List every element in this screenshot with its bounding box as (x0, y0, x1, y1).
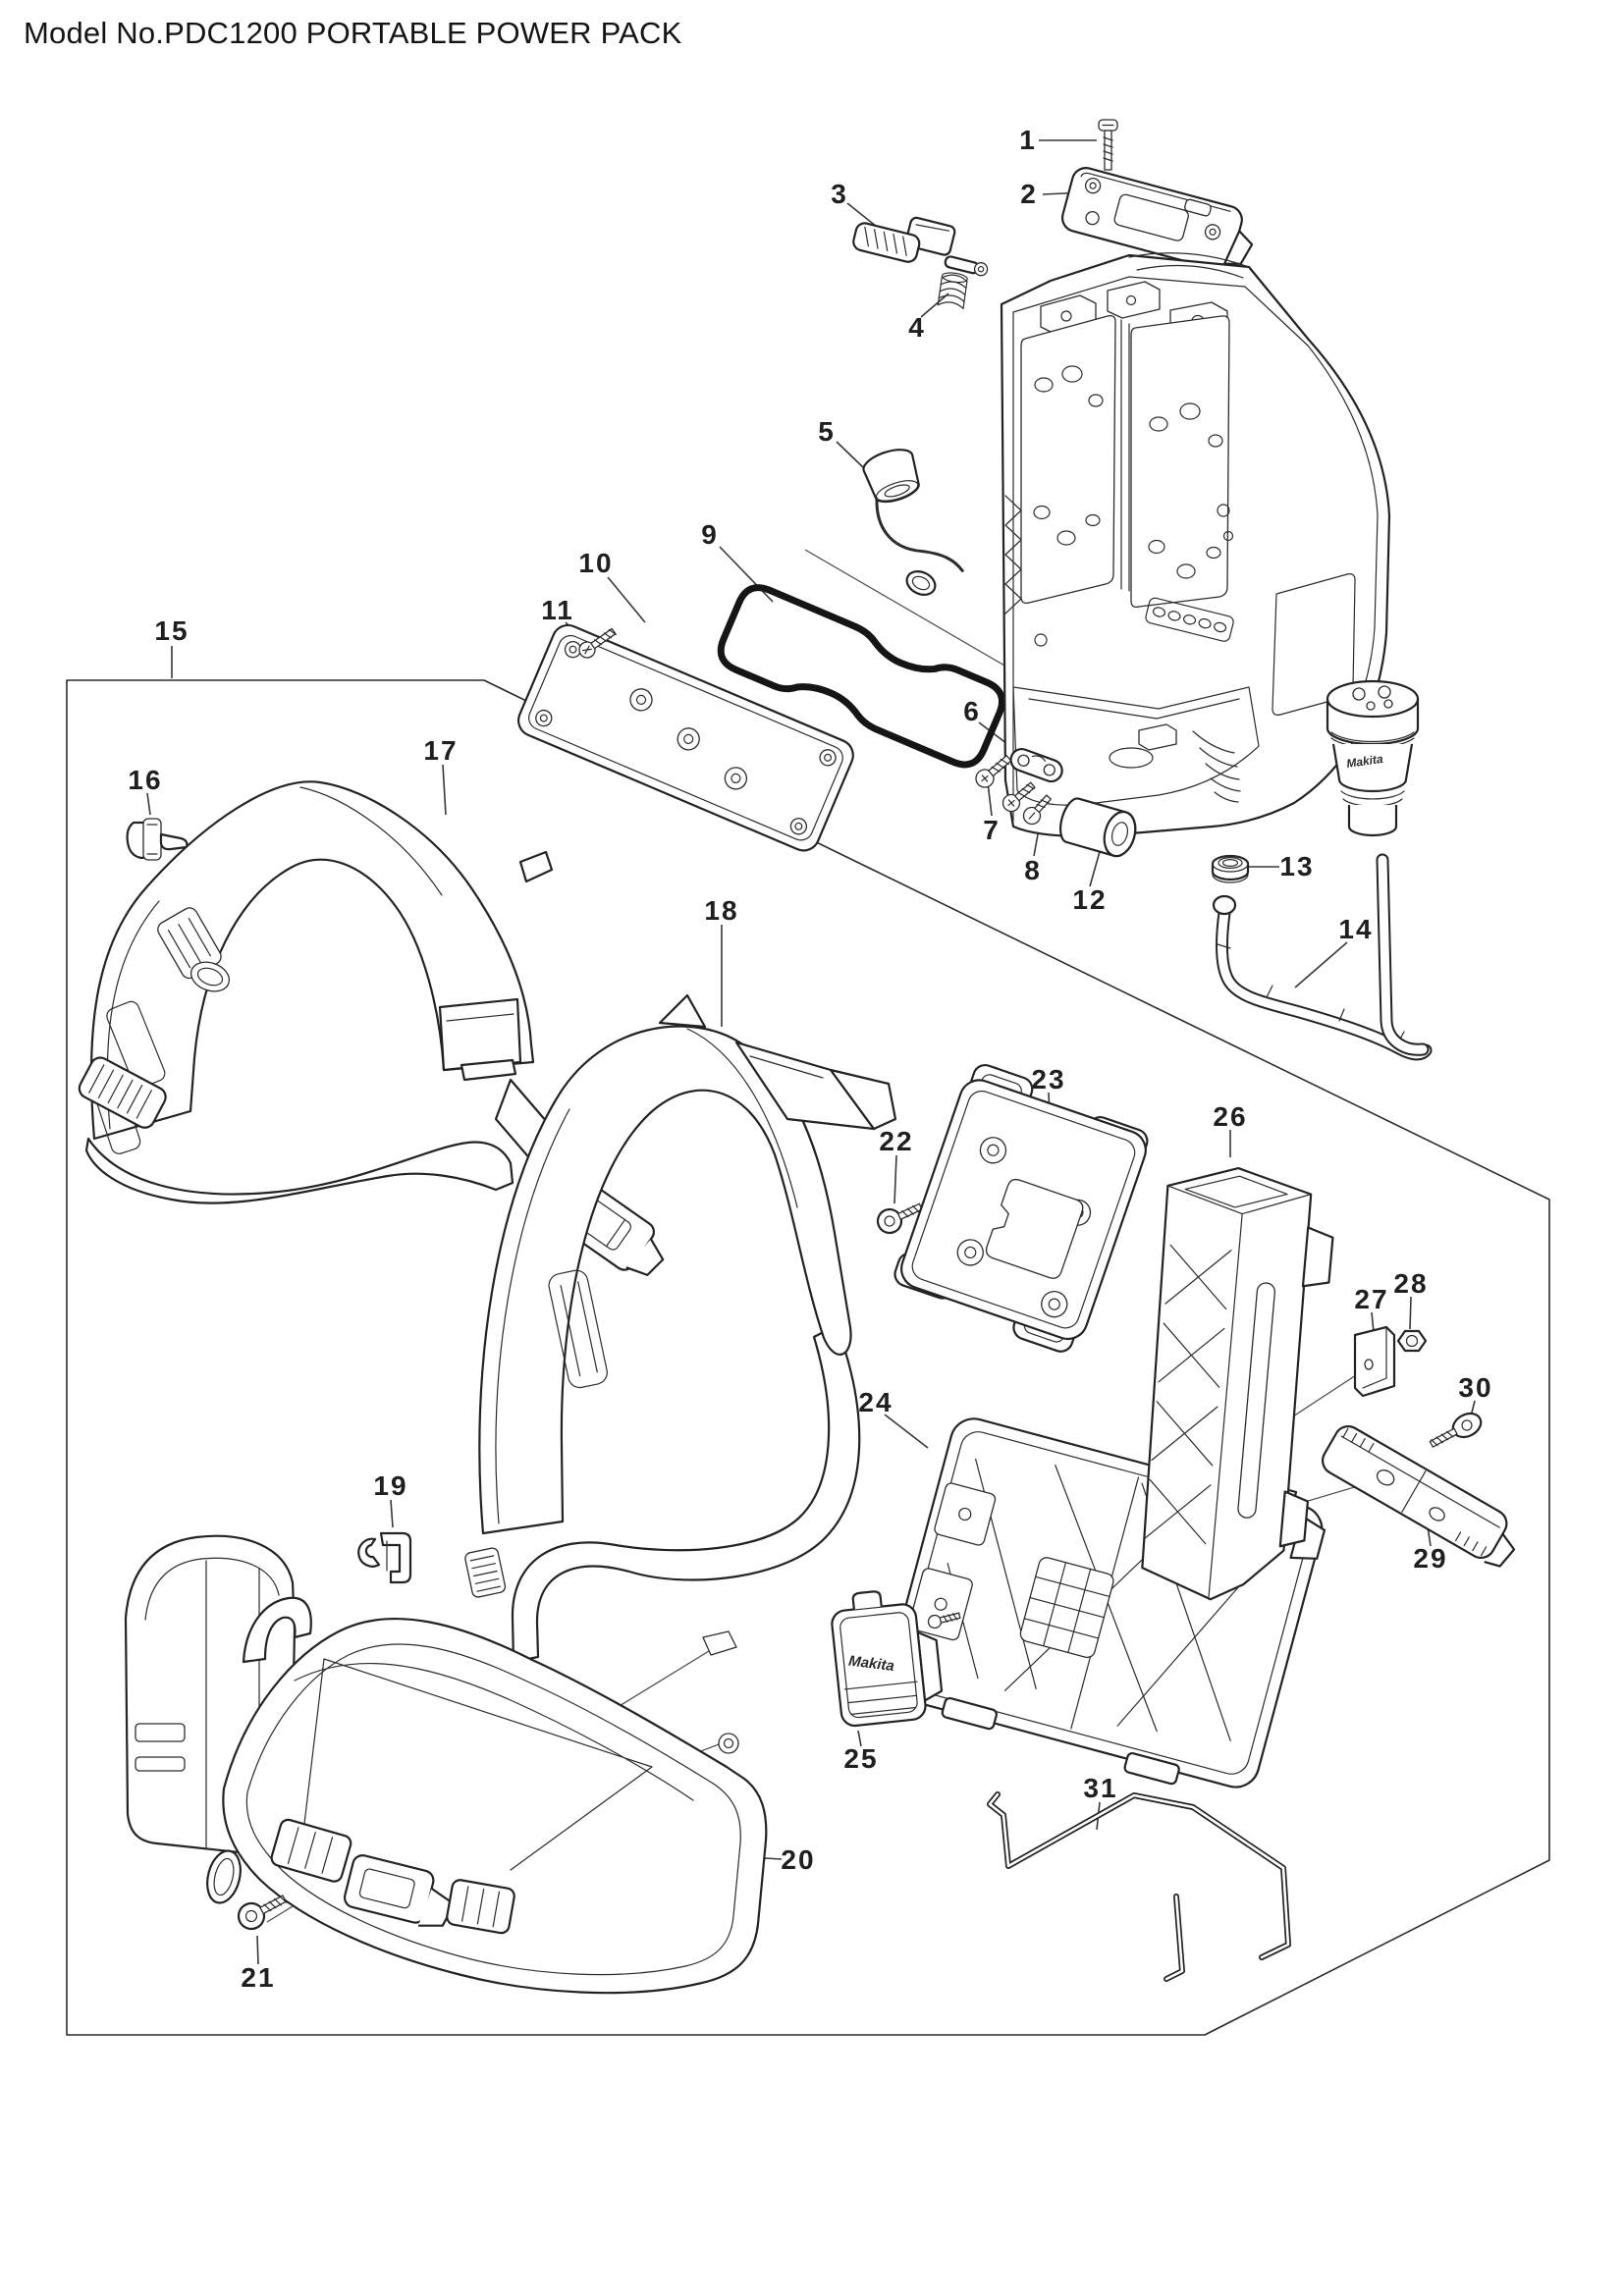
part-31-wire-bail (987, 1791, 1291, 1982)
part-17-shoulder-strap (78, 780, 665, 1276)
part-30-screw (1429, 1412, 1483, 1448)
part-label-6: 6 (963, 696, 981, 726)
part-label-2: 2 (1020, 179, 1038, 209)
part-7-screw-a (975, 755, 1012, 788)
part-label-25: 25 (843, 1743, 879, 1774)
part-4-spring (937, 272, 968, 309)
part-25-terminal-cover: Makita (831, 1590, 961, 1728)
part-21-screw (237, 1895, 288, 1931)
part-label-28: 28 (1393, 1268, 1429, 1299)
part-6-cord-clamp (1009, 747, 1063, 783)
part-label-27: 27 (1354, 1284, 1389, 1314)
power-pack-housing (1000, 252, 1391, 837)
part-25-pin (927, 1612, 961, 1629)
part-label-29: 29 (1413, 1543, 1448, 1574)
part-16-clip (126, 818, 189, 861)
part-5-cap (862, 449, 964, 596)
part-label-18: 18 (704, 895, 739, 926)
part-12-roller (1059, 797, 1137, 858)
part-label-16: 16 (128, 765, 163, 795)
part-13-grommet (1211, 854, 1250, 883)
part-8-screw (1022, 794, 1052, 826)
part-18-shoulder-strap (464, 993, 897, 1664)
part-label-10: 10 (578, 548, 614, 578)
part-label-12: 12 (1072, 884, 1108, 915)
part-label-19: 19 (373, 1470, 408, 1501)
part-11-screw (578, 627, 617, 659)
part-22-screw (876, 1202, 923, 1235)
part-19-hook-clip (357, 1531, 412, 1584)
part-label-9: 9 (701, 519, 719, 550)
part-23-mounting-plate (893, 1063, 1149, 1353)
part-label-3: 3 (831, 179, 848, 209)
part-label-22: 22 (879, 1126, 914, 1156)
part-label-8: 8 (1024, 855, 1042, 885)
cover-makita-logo: Makita (847, 1653, 894, 1676)
part-label-26: 26 (1213, 1101, 1248, 1132)
part-20-hip-belt (124, 1534, 768, 1995)
part-label-15: 15 (154, 615, 189, 646)
part-label-5: 5 (818, 416, 836, 447)
part-1-screw (1098, 119, 1118, 171)
part-label-20: 20 (781, 1844, 816, 1875)
part-27-bracket (1353, 1325, 1396, 1398)
part-29-slide-bracket (1322, 1425, 1516, 1568)
part-label-4: 4 (908, 312, 926, 343)
page-title: Model No.PDC1200 PORTABLE POWER PACK (24, 16, 682, 50)
assembly-group-outline (66, 679, 1550, 2036)
part-label-30: 30 (1458, 1372, 1493, 1403)
part-10-cover-plate (516, 623, 854, 852)
part-label-11: 11 (541, 595, 574, 625)
part-26-rail-tower (1141, 1166, 1334, 1601)
power-connector: Makita (1326, 679, 1430, 1056)
part-label-13: 13 (1279, 851, 1315, 881)
part-28-nut (1396, 1329, 1428, 1353)
part-label-31: 31 (1083, 1773, 1118, 1803)
part-7-screw-b (1001, 781, 1036, 813)
part-2-bracket-plate (1060, 167, 1254, 271)
part-label-21: 21 (241, 1962, 276, 1993)
part-label-24: 24 (858, 1387, 893, 1417)
part-label-7: 7 (983, 815, 1001, 845)
part-9-gasket (717, 584, 1005, 769)
part-label-14: 14 (1338, 914, 1374, 944)
part-label-1: 1 (1019, 125, 1037, 155)
connector-makita-logo: Makita (1345, 752, 1383, 771)
part-label-17: 17 (423, 735, 459, 766)
part-label-23: 23 (1031, 1064, 1066, 1095)
part-3-lock-assembly (852, 216, 989, 277)
